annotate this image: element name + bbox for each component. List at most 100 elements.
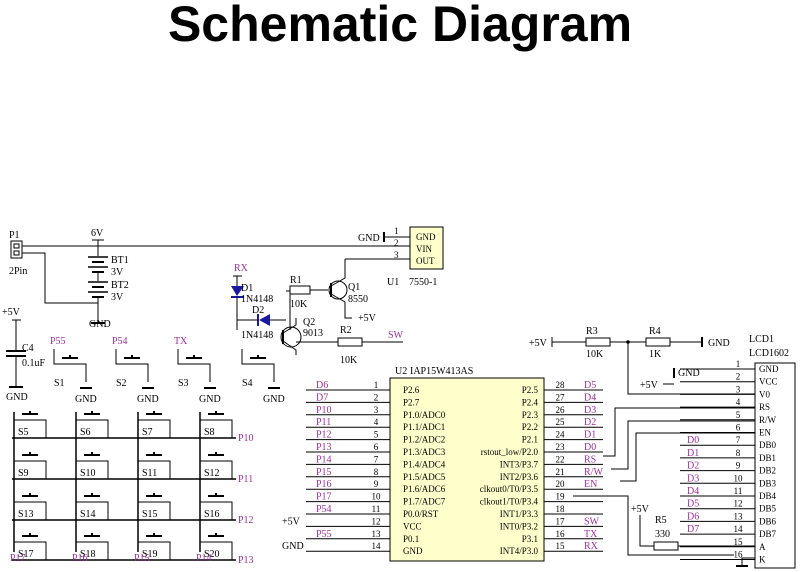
bt2-ref: BT2 [111,280,129,291]
matrix-key-s10 [80,452,104,462]
matrix-key-ref-s20: S20 [204,549,220,560]
lcd-pin-name-15: A [759,542,766,552]
u2-right-pin-name-26: P2.3 [522,410,539,420]
u2-left-pin-name-7: P1.4/ADC4 [403,459,446,469]
button-ref-s4: S4 [242,378,253,389]
u2-right-pin-num-16: 16 [556,529,566,539]
p1-ref: P1 [9,230,20,241]
matrix-key-ref-s13: S13 [18,509,34,520]
rx-net-label: RX [234,263,249,274]
u2-left-net-3: P10 [316,405,332,416]
u2-left-pin-name-9: P1.6/ADC6 [403,484,446,494]
u2-left-pin-num-13: 13 [372,529,382,539]
matrix-row-net-2: P11 [238,474,253,485]
plus5-label-lcd: +5V [640,380,659,391]
matrix-key-ref-s10: S10 [80,468,96,479]
lcd-ref: LCD1 [749,334,774,345]
button-s4 [246,355,270,365]
lcd-pin-num-5: 5 [736,410,741,420]
p1-connector [10,240,23,259]
u2-left-net-8: P15 [316,467,332,478]
plus5-label-r5: +5V [631,504,650,515]
matrix-key-s5 [18,411,42,421]
lcd-pin-name-3: V0 [759,389,770,399]
r2-value: 10K [340,355,358,366]
u2-right-pin-name-20: clkout0/T0/P3.5 [480,484,539,494]
u2-right-pin-num-27: 27 [556,392,566,402]
plus5-label-c4: +5V [2,307,21,318]
u2-right-pin-name-24: P2.1 [522,435,538,445]
u2-right-pin-num-22: 22 [556,454,565,464]
c4-ref: C4 [22,343,34,354]
u2-right-pin-name-23: rstout_low/P2.0 [481,447,539,457]
r4-value: 1K [649,349,662,360]
u2-right-net-27: D4 [584,392,596,403]
power-section: P1 2Pin 6V GND BT1 3V BT2 3V [9,228,394,330]
lcd-pin-name-13: DB6 [759,516,777,526]
matrix-key-ref-s6: S6 [80,427,91,438]
gnd-label-batt: GND [89,319,111,330]
r4-resistor [645,337,671,347]
u2-left-pin-num-12: 12 [372,516,381,526]
lcd-net-14: D7 [687,524,699,535]
button-s1 [58,355,82,365]
lcd-pin-name-1: GND [759,364,779,374]
lcd-pin-name-7: DB0 [759,440,777,450]
u2-left-pin-num-5: 5 [374,430,379,440]
matrix-key-s13 [18,493,42,503]
matrix-key-ref-s15: S15 [142,509,158,520]
matrix-key-s16 [204,493,228,503]
matrix-key-s19 [142,533,166,543]
button-gnd-label-2: GND [137,394,159,405]
u2-right-pin-name-17: INT0/P3.2 [500,521,538,531]
u2-right-net-22: RS [584,454,596,465]
bt2-value: 3V [111,292,124,303]
u2-right-net-17: SW [584,516,600,527]
u2-right-pin-name-19: clkout1/T0/P3.4 [480,497,539,507]
matrix-key-ref-s14: S14 [80,509,96,520]
lcd-part: LCD1602 [749,348,789,359]
p1-value: 2Pin [9,266,27,277]
u2-right-pin-num-28: 28 [556,380,566,390]
button-net-label-2: P54 [112,336,128,347]
lcd-pin-name-8: DB1 [759,453,776,463]
matrix-key-ref-s18: S18 [80,549,96,560]
u1-pin2-name: VIN [416,244,432,254]
u2-left-net-1: D6 [316,380,328,391]
r1-resistor [289,285,311,295]
matrix-key-s8 [204,411,228,421]
c4-value: 0.1uF [22,358,46,369]
matrix-key-ref-s8: S8 [204,427,215,438]
plus5-label-r3: +5V [529,338,548,349]
u2-left-pin-name-1: P2.6 [403,385,420,395]
u2-left-pin-name-14: GND [403,546,423,556]
lcd-pin-num-3: 3 [736,384,741,394]
u1-pin3-num: 3 [394,250,399,260]
u2-left-pin-num-1: 1 [374,380,379,390]
u2-left-pin-num-3: 3 [374,405,379,415]
u2-left-net-11: P54 [316,504,332,515]
u2-right-pin-num-20: 20 [556,479,566,489]
lcd-pin-name-2: VCC [759,377,778,387]
lcd-pin-num-12: 12 [734,499,743,509]
r3-ref: R3 [586,326,598,337]
button-gnd-label-3: GND [199,394,221,405]
lcd-pin-name-12: DB5 [759,504,777,514]
lcd-pin-num-2: 2 [736,372,741,382]
matrix-col-net-3: P15 [134,553,150,564]
u2-body [389,377,545,562]
u2-left-pin-num-4: 4 [374,417,379,427]
r2-resistor [337,337,363,347]
lcd-pin-num-11: 11 [734,486,743,496]
u2-left-pin-num-2: 2 [374,392,379,402]
u2-left-net-7: P14 [316,454,332,465]
matrix-key-ref-s17: S17 [18,549,34,560]
button-ref-s1: S1 [54,378,65,389]
q1-part: 8550 [348,294,368,305]
button-ref-s3: S3 [178,378,189,389]
gnd-label-r4: GND [708,338,730,349]
r5-ref: R5 [655,515,667,526]
lcd-pin-num-10: 10 [734,473,744,483]
sw-net-label: SW [388,330,404,341]
u2-right-pin-num-21: 21 [556,467,565,477]
